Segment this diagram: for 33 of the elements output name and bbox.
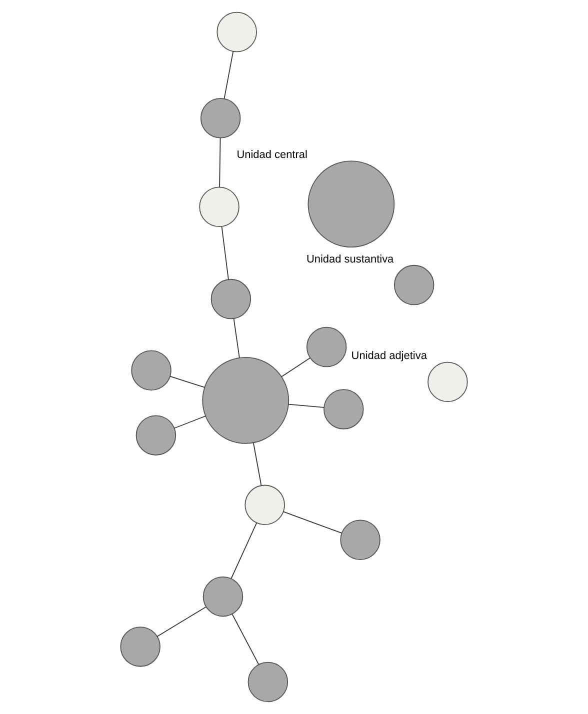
node-circle	[244, 484, 285, 526]
node-circle	[216, 12, 257, 52]
connector	[288, 404, 324, 408]
node-circle	[394, 264, 434, 306]
node-circle	[199, 186, 240, 228]
connector	[224, 51, 234, 100]
connector	[230, 522, 258, 579]
connector	[252, 442, 262, 486]
connector	[283, 511, 342, 534]
node-label: Unidad central	[236, 148, 308, 161]
connector	[233, 318, 240, 358]
node-circle	[202, 356, 290, 444]
node-circle	[131, 350, 172, 390]
node-circle	[136, 415, 176, 456]
connector	[232, 614, 260, 665]
node-circle	[340, 520, 380, 560]
node-circle	[202, 576, 244, 617]
node-circle	[200, 98, 241, 138]
connector	[170, 376, 205, 388]
connector	[221, 226, 229, 280]
node-circle	[324, 389, 364, 430]
node-label: Unidad sustantiva	[306, 253, 394, 266]
node-circle	[120, 626, 160, 667]
node-circle	[308, 160, 395, 248]
node-circle	[428, 362, 468, 402]
connector	[156, 606, 206, 637]
node-label: Unidad adjetiva	[351, 350, 427, 362]
node-circle	[306, 326, 347, 368]
node-circle	[210, 278, 252, 320]
connector	[281, 357, 311, 378]
connector	[174, 416, 206, 429]
node-circle	[248, 662, 288, 702]
connector	[219, 138, 221, 188]
